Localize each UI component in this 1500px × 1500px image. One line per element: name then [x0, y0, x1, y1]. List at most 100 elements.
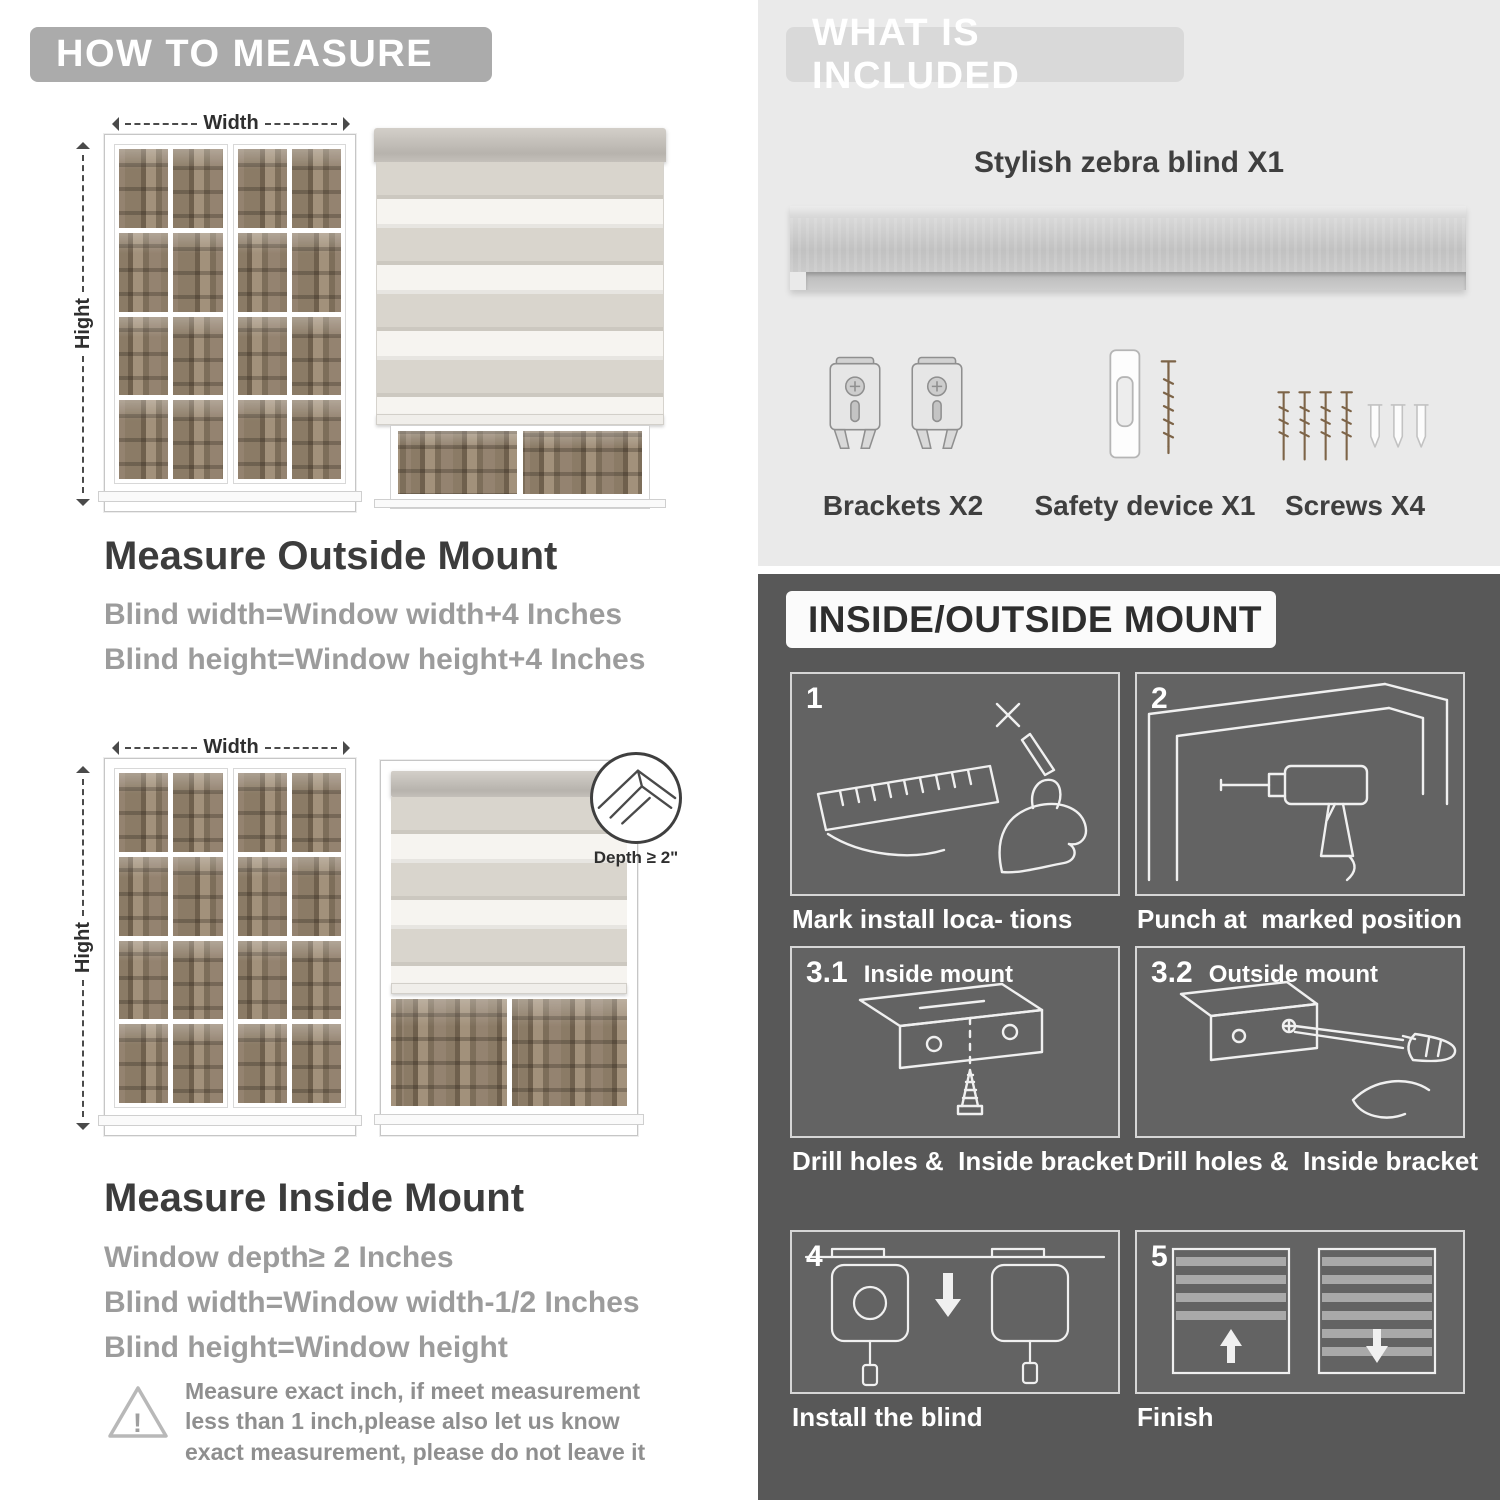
- step-4-panel: 4: [790, 1230, 1120, 1394]
- step-3-2-illustration: [1179, 980, 1457, 1119]
- window-under-blind: [374, 425, 666, 509]
- bracket-icon: [911, 356, 963, 450]
- depth-detail-circle: [590, 752, 682, 844]
- step-5-panel: 5: [1135, 1230, 1465, 1394]
- window-pane: [398, 431, 517, 494]
- window-sill: [374, 499, 666, 508]
- window-panes: [391, 994, 627, 1106]
- inside-mount-rule-width: Blind width=Window width-1/2 Inches: [104, 1286, 640, 1319]
- dash-line: [82, 779, 84, 917]
- step-3-1-panel: 3.1 Inside mount: [790, 946, 1120, 1138]
- window-pane: [173, 400, 223, 479]
- brackets-label: Brackets X2: [822, 490, 984, 521]
- step-1-illustration: [816, 702, 1088, 874]
- window-sill: [374, 1114, 644, 1125]
- window-pane: [291, 773, 341, 852]
- step-number: 1: [806, 682, 823, 715]
- what-is-included-panel: WHAT IS INCLUDED Stylish zebra blind X1: [758, 0, 1500, 566]
- step-5-illustration: [1171, 1247, 1437, 1375]
- height-label: Hight: [71, 298, 94, 350]
- window-pane: [237, 940, 287, 1020]
- window-pane: [523, 431, 642, 494]
- window-pane: [291, 232, 341, 312]
- headrail-bottom-lip: [806, 272, 1466, 290]
- window-pane: [291, 400, 341, 479]
- bracket-icon: [829, 356, 881, 450]
- arrow-left-icon: [112, 740, 119, 755]
- dash-line: [264, 122, 338, 125]
- step-5-caption: Finish: [1137, 1402, 1214, 1432]
- zebra-shade: [376, 162, 664, 414]
- step-2-illustration: [1147, 682, 1449, 882]
- step-number: 3.1: [806, 956, 848, 989]
- window-pane: [119, 400, 169, 479]
- window-pane: [119, 232, 169, 312]
- dash-line: [82, 355, 84, 493]
- arrow-down-icon: [76, 1123, 90, 1130]
- zebra-blind-outside-mount: [374, 128, 666, 509]
- window-corner-detail-icon: [597, 769, 677, 825]
- outside-mount-rule-height: Blind height=Window height+4 Inches: [104, 643, 646, 676]
- window-sash: [232, 144, 346, 484]
- mount-instructions-panel: INSIDE/OUTSIDE MOUNT 1 Mark install lo: [758, 574, 1500, 1500]
- window-pane: [173, 856, 223, 936]
- arrow-up-icon: [76, 142, 90, 149]
- step-number: 3.2: [1151, 956, 1193, 989]
- height-label: Hight: [71, 922, 94, 974]
- screws-label: Screws X4: [1284, 490, 1426, 521]
- window-sill: [98, 1115, 362, 1126]
- window-pane: [291, 316, 341, 396]
- dash-line: [82, 155, 84, 293]
- arrow-right-icon: [343, 740, 351, 755]
- window-pane: [237, 400, 287, 479]
- step-3-2-panel: 3.2 Outside mount: [1135, 946, 1465, 1138]
- window-photo-inside: [98, 758, 362, 1136]
- step-5-head: 5: [1151, 1240, 1168, 1274]
- window-sill: [98, 491, 362, 502]
- window-sashes: [114, 768, 346, 1108]
- step-number: 2: [1151, 682, 1168, 715]
- window-pane: [237, 773, 287, 852]
- height-dimension-inside: Hight: [72, 766, 94, 1130]
- dash-line: [125, 746, 198, 749]
- step-3-1-illustration: [858, 982, 1044, 1116]
- window-pane: [173, 232, 223, 312]
- window-pane: [119, 940, 169, 1020]
- arrow-left-icon: [112, 116, 119, 131]
- safety-device-label: Safety device X1: [1034, 490, 1256, 521]
- warning-exclamation: !: [133, 1408, 142, 1438]
- blind-cassette: [391, 771, 627, 797]
- window-pane: [173, 940, 223, 1020]
- depth-label: Depth ≥ 2": [593, 848, 679, 867]
- window-pane: [237, 1024, 287, 1103]
- window-pane: [237, 149, 287, 228]
- blind-bottom-rail: [376, 414, 664, 425]
- window-sashes: [114, 144, 346, 484]
- window-sash: [114, 144, 228, 484]
- blind-bottom-rail: [391, 983, 627, 994]
- step-2-caption: Punch at marked position: [1137, 904, 1463, 934]
- window-pane: [511, 999, 627, 1106]
- width-dimension-inside: Width: [112, 736, 351, 759]
- step-1-caption: Mark install loca- tions: [792, 904, 1073, 934]
- window-pane: [291, 1024, 341, 1103]
- mount-header: INSIDE/OUTSIDE MOUNT: [786, 591, 1276, 648]
- step-3-1-head: 3.1 Inside mount: [806, 956, 1013, 990]
- headrail-front-face: [790, 218, 1466, 272]
- width-dimension-outside: Width: [112, 112, 351, 135]
- step-3-1-caption: Drill holes & Inside bracket: [792, 1146, 1133, 1176]
- window-pane: [291, 940, 341, 1020]
- width-label: Width: [203, 112, 259, 134]
- arrow-right-icon: [343, 116, 351, 131]
- window-panes: [398, 431, 642, 494]
- window-pane: [237, 316, 287, 396]
- window-pane: [119, 773, 169, 852]
- step-1-head: 1: [806, 682, 823, 716]
- window-pane: [291, 149, 341, 228]
- step-2-head: 2: [1151, 682, 1168, 716]
- window-pane: [119, 1024, 169, 1103]
- step-sub-label: Outside mount: [1208, 961, 1379, 988]
- step-4-caption: Install the blind: [792, 1402, 983, 1432]
- window-pane: [119, 856, 169, 936]
